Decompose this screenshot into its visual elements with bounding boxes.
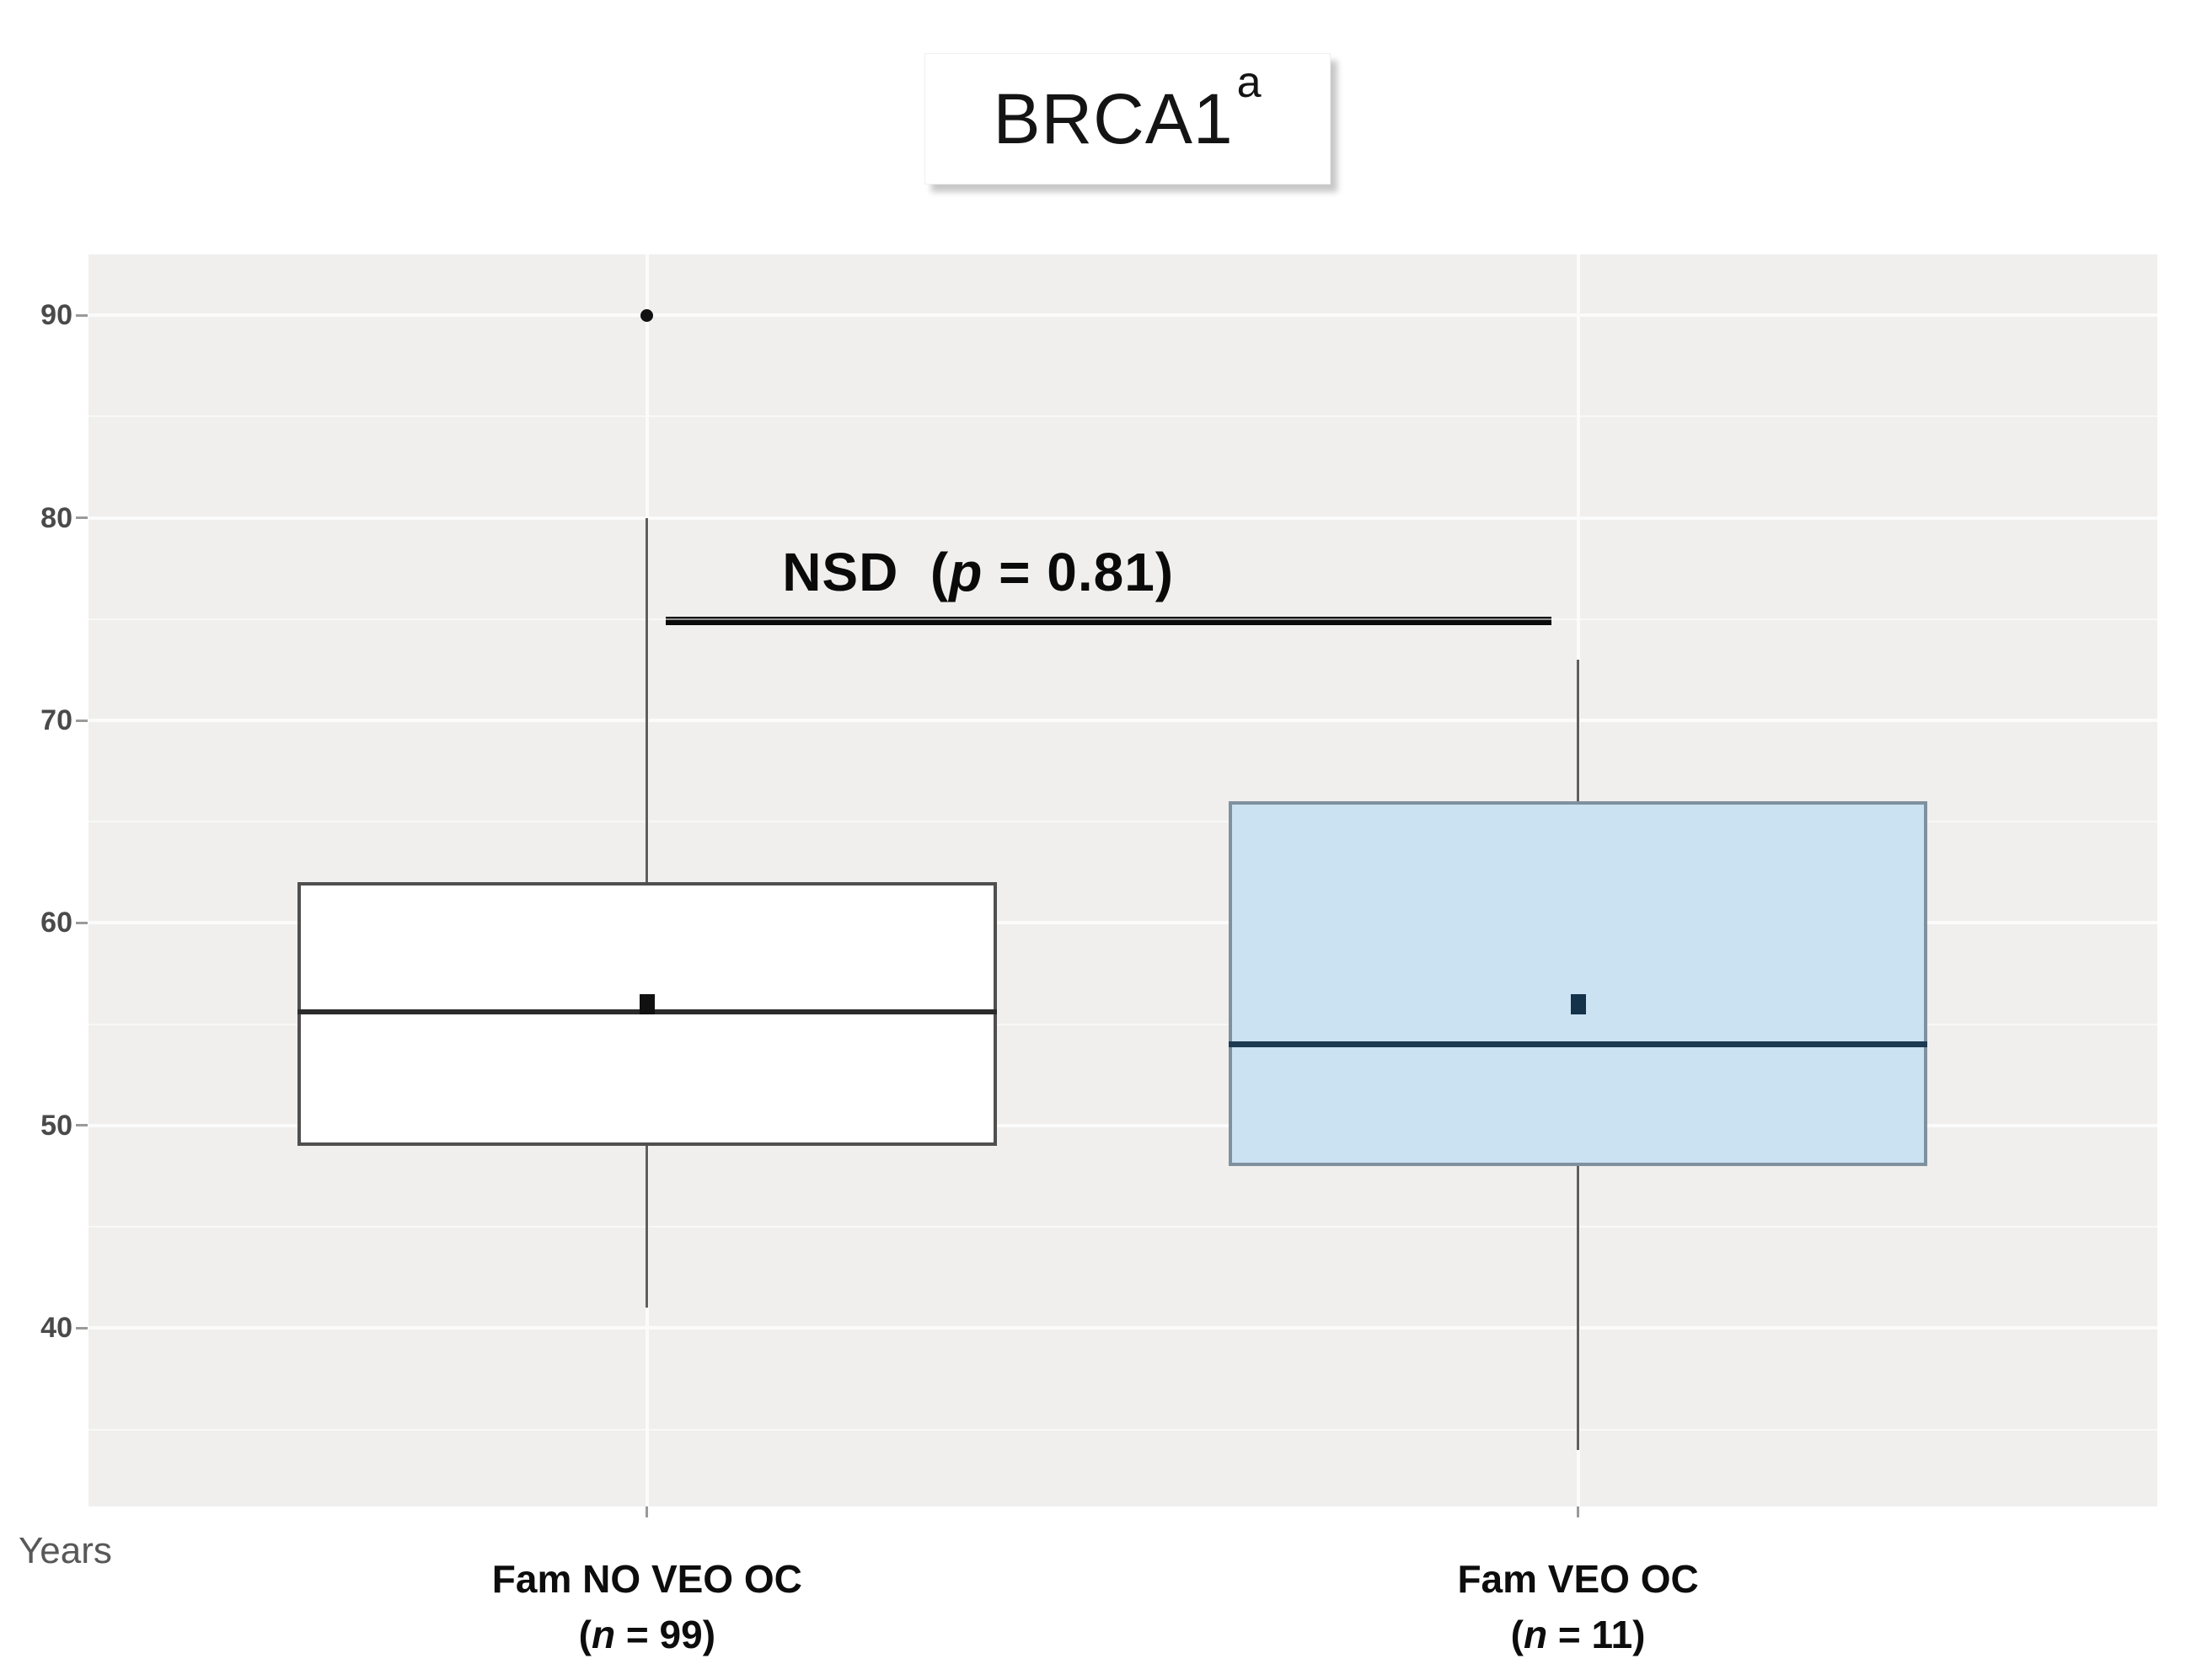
chart-title-card: BRCA1a <box>924 53 1331 185</box>
lower-whisker <box>646 1145 649 1308</box>
x-axis-tick <box>1577 1506 1580 1517</box>
y-axis-tick-label: 90 <box>40 299 72 332</box>
mean-marker <box>639 993 655 1014</box>
major-gridline <box>88 313 2157 318</box>
title-superscript: a <box>1236 57 1262 107</box>
minor-gridline <box>88 618 2157 620</box>
category-label-line2: (n = 11) <box>1510 1613 1646 1656</box>
y-axis-tick <box>76 1326 88 1330</box>
major-gridline <box>88 1326 2157 1330</box>
y-axis-tick <box>76 313 88 317</box>
chart-title: BRCA1a <box>993 57 1262 158</box>
minor-gridline <box>88 1226 2157 1228</box>
major-gridline <box>88 1123 2157 1127</box>
y-axis-title: Years <box>19 1530 112 1571</box>
iqr-box <box>1228 801 1928 1167</box>
upper-whisker <box>1577 659 1580 802</box>
upper-whisker <box>646 517 649 883</box>
category-label-line1: Fam VEO OC <box>1457 1557 1699 1601</box>
significance-bracket-line <box>665 617 1551 626</box>
category-label: Fam NO VEO OC (n = 99) <box>492 1555 802 1658</box>
outlier-point <box>640 308 654 322</box>
category-label-line2: (n = 99) <box>578 1613 716 1656</box>
x-axis-tick <box>646 1506 649 1517</box>
y-axis-tick-label: 60 <box>40 907 72 939</box>
minor-gridline <box>88 1023 2157 1025</box>
y-axis-tick-label: 80 <box>40 501 72 534</box>
category-label-line1: Fam NO VEO OC <box>491 1557 802 1601</box>
mean-marker <box>1570 993 1586 1014</box>
minor-gridline <box>88 415 2157 418</box>
major-gridline <box>88 516 2157 520</box>
lower-whisker <box>1577 1166 1580 1450</box>
minor-gridline <box>88 821 2157 823</box>
major-gridline <box>88 719 2157 723</box>
major-gridline <box>88 921 2157 925</box>
minor-gridline <box>88 1428 2157 1431</box>
category-label: Fam VEO OC (n = 11) <box>1457 1555 1698 1658</box>
y-axis-tick <box>76 516 88 520</box>
y-axis-tick <box>76 719 88 722</box>
y-axis-tick-label: 40 <box>40 1312 72 1345</box>
y-axis-tick-label: 70 <box>40 704 72 737</box>
significance-annotation: NSD (p = 0.81) <box>782 542 1175 603</box>
median-line <box>1228 1041 1928 1048</box>
y-axis-tick <box>76 921 88 924</box>
y-axis-tick <box>76 1124 88 1127</box>
y-axis-tick-label: 50 <box>40 1109 72 1142</box>
